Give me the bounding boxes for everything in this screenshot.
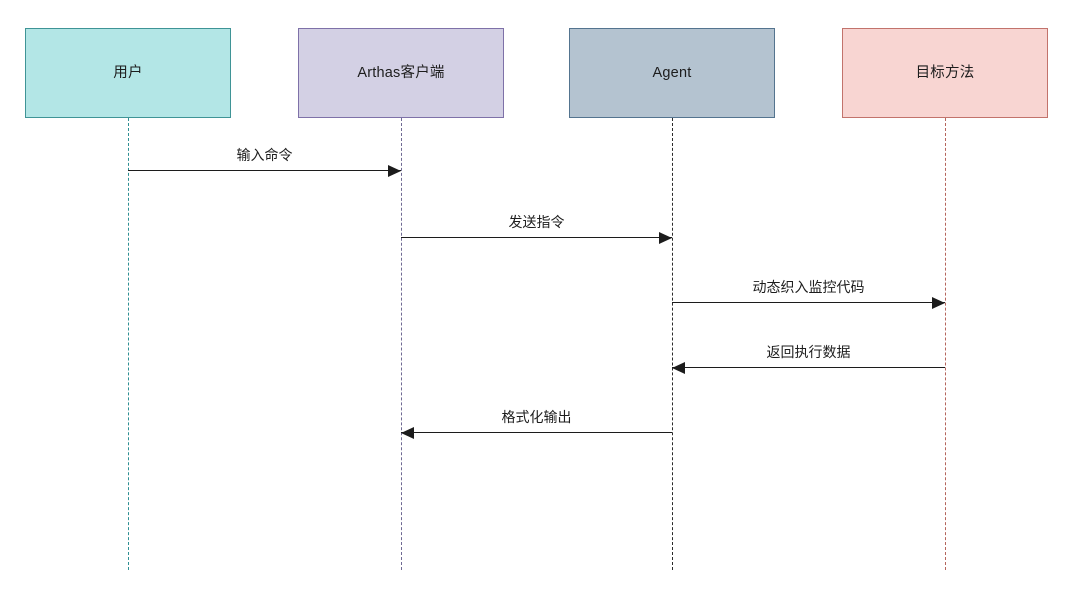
message-line-msg-formatted-output[interactable] [401, 432, 672, 433]
arrow-head-left-msg-return-exec-data [672, 361, 685, 374]
lifeline-agent [672, 118, 673, 570]
actor-label-agent: Agent [652, 64, 692, 81]
message-label-msg-formatted-output: 格式化输出 [501, 409, 572, 425]
actor-box-user[interactable]: 用户 [25, 28, 231, 118]
arrow-head-right-msg-weave-monitor-code [932, 296, 945, 309]
lifeline-target-method [945, 118, 946, 570]
message-label-msg-return-exec-data: 返回执行数据 [766, 344, 851, 360]
message-label-msg-input-command: 输入命令 [236, 147, 293, 163]
message-line-msg-weave-monitor-code[interactable] [672, 302, 945, 303]
message-line-msg-send-instruction[interactable] [401, 237, 672, 238]
message-label-msg-send-instruction: 发送指令 [508, 214, 565, 230]
arrow-head-right-msg-send-instruction [659, 231, 672, 244]
arrow-head-right-msg-input-command [388, 164, 401, 177]
actor-box-arthas-client[interactable]: Arthas客户端 [298, 28, 504, 118]
message-line-msg-return-exec-data[interactable] [672, 367, 945, 368]
actor-label-user: 用户 [113, 64, 143, 81]
actor-box-agent[interactable]: Agent [569, 28, 775, 118]
actor-box-target-method[interactable]: 目标方法 [842, 28, 1048, 118]
lifeline-user [128, 118, 129, 570]
actor-label-arthas-client: Arthas客户端 [357, 64, 445, 81]
arrow-head-left-msg-formatted-output [401, 426, 414, 439]
message-line-msg-input-command[interactable] [128, 170, 401, 171]
actor-label-target-method: 目标方法 [915, 64, 975, 81]
message-label-msg-weave-monitor-code: 动态织入监控代码 [752, 279, 865, 295]
lifeline-arthas-client [401, 118, 402, 570]
